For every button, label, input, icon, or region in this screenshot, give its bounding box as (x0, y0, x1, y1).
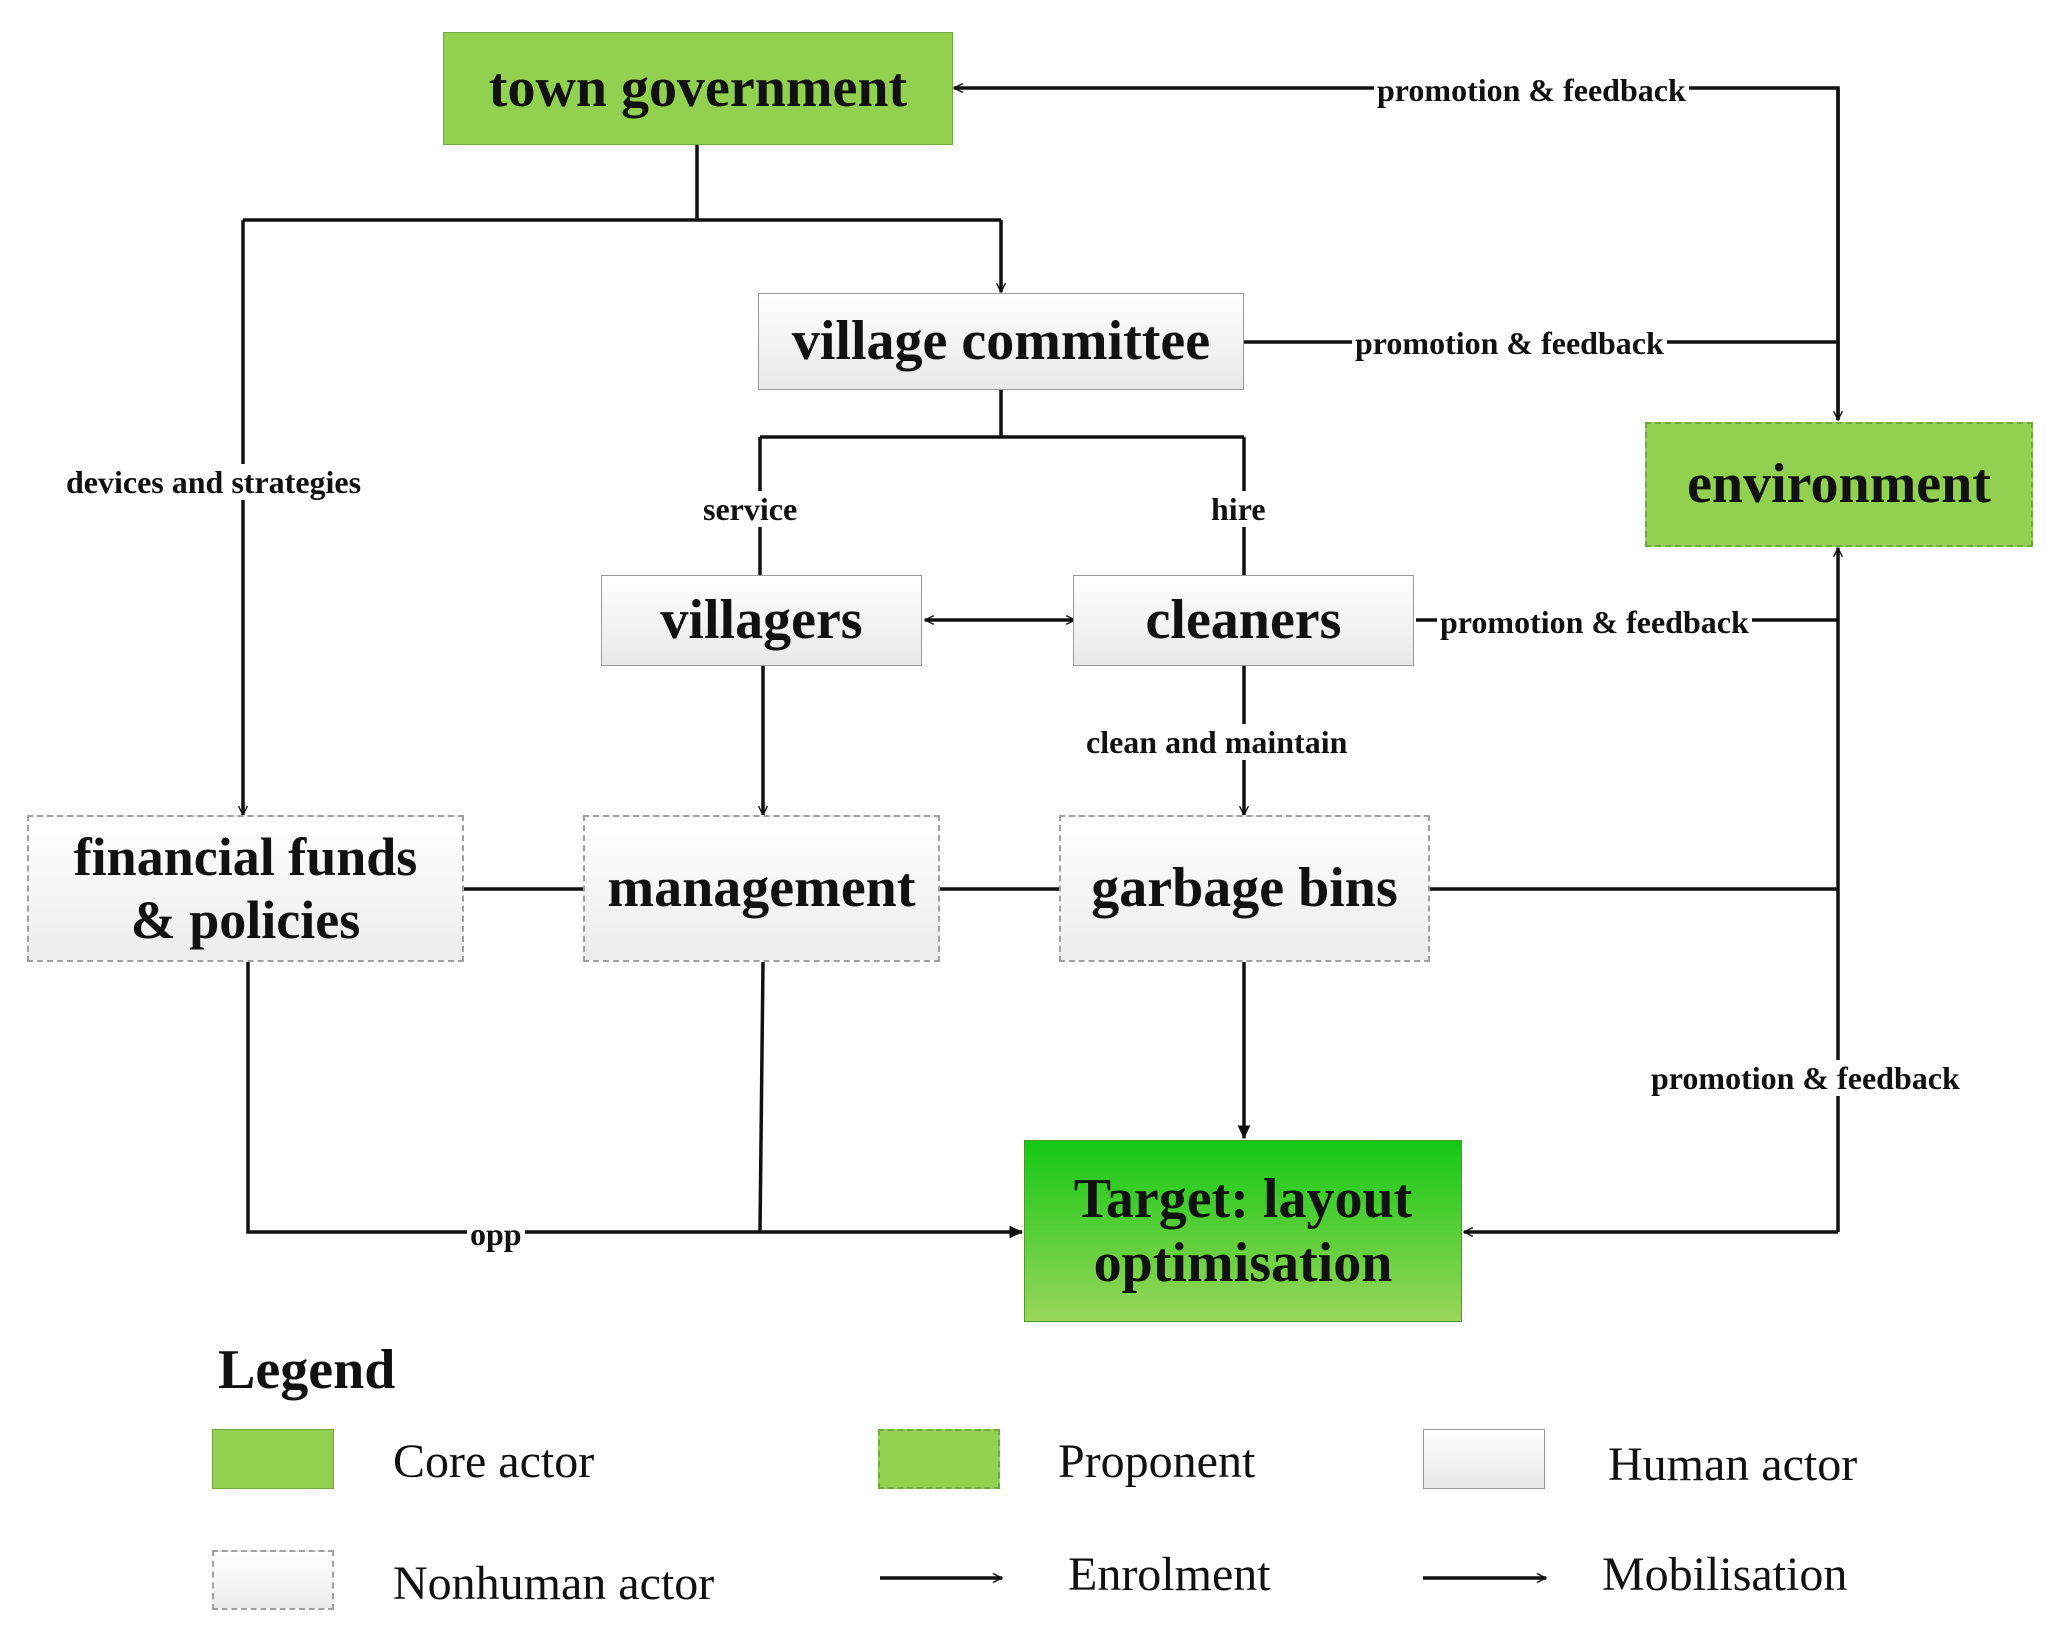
label-promotion-feedback-committee: promotion & feedback (1352, 325, 1667, 361)
legend-nonhuman-actor: Nonhuman actor (393, 1557, 715, 1610)
edge-funds-to-target (246, 962, 1024, 1239)
legend-title: Legend (218, 1339, 396, 1401)
legend-human-actor: Human actor (1608, 1438, 1858, 1491)
villagers-node[interactable]: villagers (601, 575, 922, 666)
label-devices-strategies: devices and strategies (63, 464, 365, 500)
label-promotion-feedback-cleaners: promotion & feedback (1437, 604, 1752, 640)
legend-core-swatch (212, 1429, 334, 1489)
label-opp: opp (467, 1216, 525, 1252)
cleaners-label: cleaners (1145, 589, 1342, 652)
garbage-bins-node[interactable]: garbage bins (1059, 815, 1430, 962)
label-clean-maintain: clean and maintain (1083, 724, 1351, 760)
environment-node[interactable]: environment (1645, 422, 2033, 547)
cleaners-node[interactable]: cleaners (1073, 575, 1414, 666)
village-committee-label: village committee (791, 310, 1211, 373)
villagers-label: villagers (660, 589, 863, 652)
label-hire: hire (1208, 491, 1269, 527)
garbage-bins-label: garbage bins (1091, 857, 1398, 920)
town-government-node[interactable]: town government (443, 32, 953, 145)
label-promotion-feedback-top: promotion & feedback (1374, 72, 1689, 108)
town-government-label: town government (488, 57, 908, 120)
legend-core-actor: Core actor (393, 1435, 595, 1488)
environment-label: environment (1687, 453, 1991, 516)
label-service: service (700, 491, 801, 527)
legend-proponent-swatch (878, 1429, 1000, 1489)
legend-proponent: Proponent (1058, 1435, 1256, 1488)
management-label: management (607, 857, 916, 920)
legend-enrolment: Enrolment (1068, 1548, 1271, 1601)
legend-human-swatch (1423, 1429, 1545, 1489)
label-promotion-feedback-bottom: promotion & feedback (1648, 1060, 1963, 1096)
management-node[interactable]: management (583, 815, 940, 962)
village-committee-node[interactable]: village committee (758, 293, 1244, 390)
legend-mobilisation: Mobilisation (1602, 1548, 1848, 1601)
legend-nonhuman-swatch (212, 1550, 334, 1610)
target-label: Target: layout optimisation (1073, 1167, 1413, 1294)
financial-funds-node[interactable]: financial funds & policies (27, 815, 464, 962)
edge-management-to-target (758, 961, 765, 1233)
financial-funds-label: financial funds & policies (73, 827, 418, 950)
target-node[interactable]: Target: layout optimisation (1024, 1140, 1462, 1322)
